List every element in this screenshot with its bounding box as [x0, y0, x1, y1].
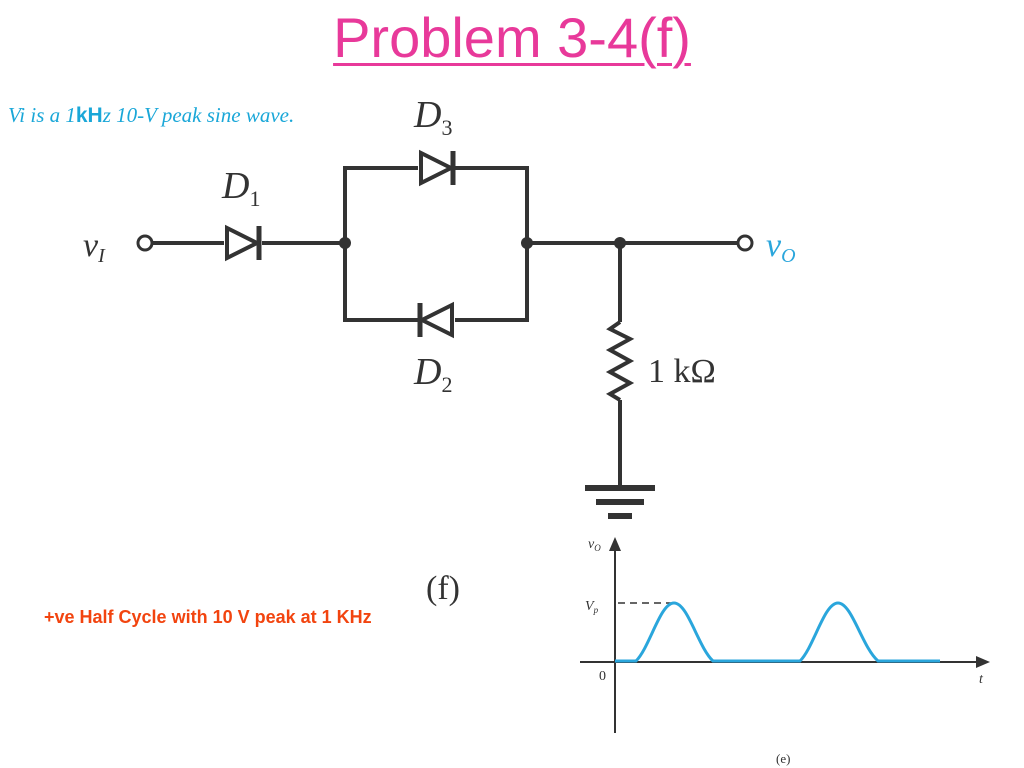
- ground-symbol: [585, 485, 655, 519]
- input-description: Vi is a 1kHz 10-V peak sine wave.: [8, 103, 294, 128]
- resistor-label: 1 kΩ: [648, 353, 716, 390]
- note-unit: kH: [75, 104, 103, 127]
- output-waveform: [615, 601, 940, 663]
- figure-label-e: (e): [776, 751, 790, 766]
- diode-d2: [417, 301, 454, 339]
- y-axis-label: vO: [588, 537, 601, 553]
- d2-label: D2: [413, 351, 452, 397]
- y-axis-arrow-icon: [609, 537, 621, 551]
- d1-label: D1: [221, 165, 260, 211]
- note-prefix: Vi is a 1: [8, 103, 76, 127]
- figure-label-f: (f): [426, 570, 460, 607]
- origin-label: 0: [599, 669, 606, 684]
- x-axis-label: t: [979, 672, 984, 687]
- page-title: Problem 3-4(f): [333, 6, 691, 69]
- peak-label: Vp: [585, 599, 599, 615]
- d3-label: D3: [413, 94, 452, 140]
- diode-d1: [225, 224, 262, 262]
- input-label: vI: [83, 227, 106, 267]
- output-terminal: [736, 234, 754, 252]
- junction-dots: [339, 237, 626, 249]
- x-axis-arrow-icon: [976, 656, 990, 668]
- note-suffix: z 10-V peak sine wave.: [102, 103, 295, 127]
- waveform-plot: vO Vp 0 t (e): [580, 537, 990, 766]
- half-cycle-caption: +ve Half Cycle with 10 V peak at 1 KHz: [44, 607, 372, 627]
- diode-d3: [419, 149, 456, 187]
- wires: [153, 166, 738, 487]
- input-terminal: [136, 234, 154, 252]
- output-label: vO: [766, 227, 796, 267]
